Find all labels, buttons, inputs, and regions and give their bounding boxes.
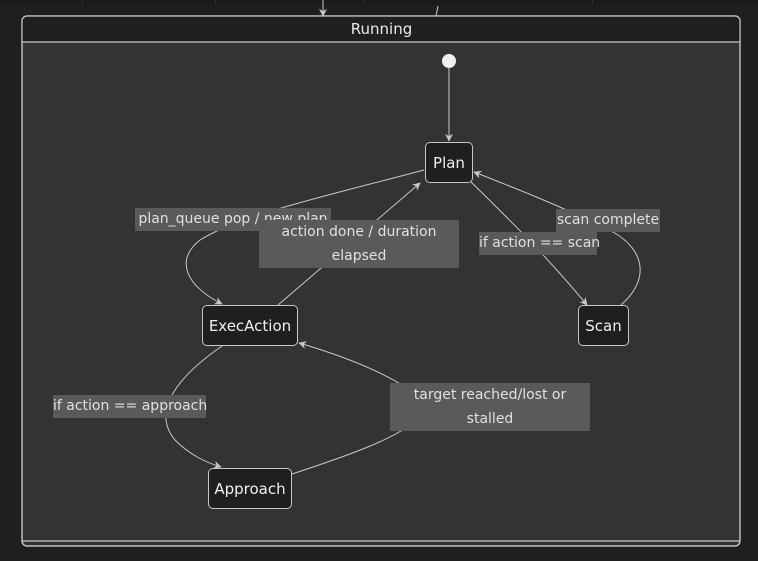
- state-scan[interactable]: Scan: [578, 305, 629, 346]
- edge-label-if-approach: if action == approach: [53, 395, 207, 418]
- top-strip-segment: [216, 0, 365, 5]
- state-approach[interactable]: Approach: [208, 468, 292, 509]
- edge-plan-execaction: [185, 169, 425, 305]
- edge-label-if-scan: if action == scan: [479, 232, 600, 255]
- top-strip-segment: [83, 0, 216, 5]
- state-execaction[interactable]: ExecAction: [202, 305, 298, 346]
- top-strip-segment: [592, 0, 758, 5]
- edge-label-scan-complete: scan complete: [556, 209, 660, 232]
- top-strip-segment: [0, 0, 83, 5]
- start-state: [442, 54, 456, 68]
- top-strip: [0, 0, 758, 5]
- container-border: [21, 15, 741, 547]
- state-plan[interactable]: Plan: [425, 142, 473, 183]
- running-container: [21, 15, 741, 547]
- edge-label-target-reached: target reached/lost or stalled: [390, 383, 590, 431]
- running-title: Running: [350, 20, 413, 38]
- edge-label-action-done: action done / duration elapsed: [259, 220, 459, 268]
- edge-execaction-approach: [165, 345, 223, 469]
- running-header: [22, 16, 740, 42]
- outgoing-edge: [435, 5, 439, 17]
